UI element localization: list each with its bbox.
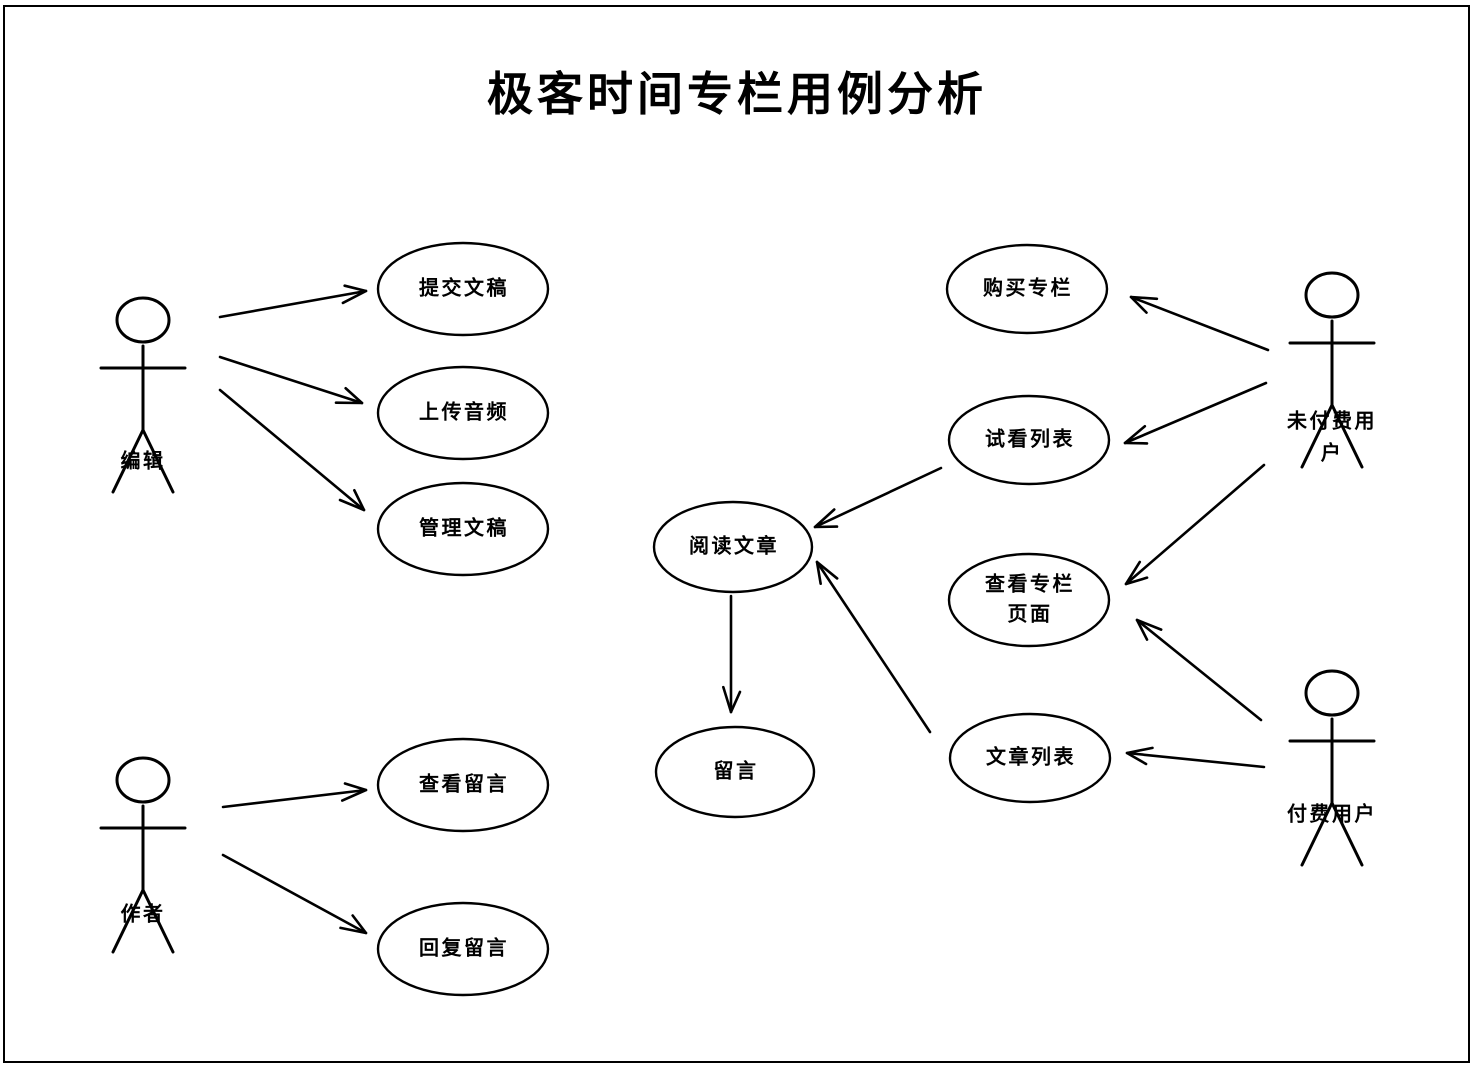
use-case-label: 页面: [1008, 602, 1053, 626]
actor-head: [115, 756, 171, 804]
use-case-manage-draft[interactable]: 管理文稿: [376, 481, 550, 577]
use-case-label: 留言: [714, 759, 759, 783]
actor-paid-user[interactable]: 付费用户: [1287, 669, 1377, 867]
use-case-label: 阅读文章: [689, 534, 779, 558]
diagram-title: 极客时间专栏用例分析: [487, 67, 987, 121]
actor-label: 户: [1321, 441, 1344, 465]
page-border: [3, 5, 1470, 1063]
use-case-ellipse[interactable]: [376, 481, 550, 577]
use-case-ellipse[interactable]: [376, 241, 550, 337]
actor-leg-left: [111, 428, 145, 494]
association-article-list-to-read-article: [815, 560, 932, 734]
association-editor-to-upload-audio: [218, 355, 364, 405]
use-case-reply-comments[interactable]: 回复留言: [376, 901, 550, 997]
arrowhead-icon: [1125, 746, 1154, 766]
association-unpaid-user-to-buy-column: [1129, 295, 1270, 352]
use-case-label: 试看列表: [985, 427, 1075, 451]
arrowhead-icon: [815, 560, 839, 585]
arrowhead-icon: [1129, 295, 1159, 314]
actor-leg-left: [1300, 403, 1334, 469]
actor-author[interactable]: 作者: [99, 756, 187, 954]
arrowhead-icon: [341, 284, 368, 305]
use-case-ellipse[interactable]: [376, 365, 550, 461]
use-case-trial-list[interactable]: 试看列表: [947, 394, 1111, 486]
use-case-label: 购买专栏: [983, 276, 1073, 300]
actor-leg-right: [1330, 801, 1364, 867]
arrowhead-icon: [338, 488, 366, 512]
use-case-label: 提交文稿: [419, 276, 509, 300]
arrowhead-icon: [813, 508, 839, 529]
use-case-upload-audio[interactable]: 上传音频: [376, 365, 550, 461]
use-case-read-article[interactable]: 阅读文章: [652, 500, 814, 594]
association-trial-list-to-read-article: [813, 466, 943, 529]
arrowhead-icon: [1135, 618, 1163, 641]
arrowhead-icon: [334, 386, 364, 405]
use-case-ellipse[interactable]: [945, 243, 1109, 335]
association-editor-to-submit-draft: [218, 284, 368, 319]
association-read-article-to-leave-message: [722, 594, 742, 714]
arrowhead-icon: [1123, 424, 1149, 445]
actor-label: 付费用户: [1287, 802, 1377, 826]
use-case-ellipse[interactable]: [376, 901, 550, 997]
use-case-submit-draft[interactable]: 提交文稿: [376, 241, 550, 337]
use-case-label: 上传音频: [419, 400, 509, 424]
association-unpaid-user-to-view-column-page: [1124, 463, 1266, 586]
association-author-to-reply-comments: [221, 853, 368, 935]
actor-label: 未付费用: [1287, 409, 1377, 433]
arrowhead-icon: [1124, 560, 1149, 586]
use-case-label: 查看留言: [419, 772, 509, 796]
actor-label: 作者: [121, 902, 166, 926]
use-case-ellipse[interactable]: [654, 725, 816, 819]
use-case-article-list[interactable]: 文章列表: [948, 712, 1112, 804]
use-case-ellipse[interactable]: [376, 737, 550, 833]
use-case-label: 文章列表: [986, 745, 1076, 769]
association-editor-to-manage-draft: [218, 388, 366, 512]
arrowhead-icon: [340, 782, 368, 802]
use-case-leave-message[interactable]: 留言: [654, 725, 816, 819]
use-case-ellipse[interactable]: [947, 552, 1111, 648]
association-unpaid-user-to-trial-list: [1123, 381, 1268, 445]
association-author-to-view-comments: [221, 782, 368, 809]
arrowhead-icon: [339, 914, 368, 935]
actor-leg-right: [1330, 403, 1364, 469]
actor-editor[interactable]: 编辑: [99, 296, 187, 494]
use-case-label: 回复留言: [419, 936, 509, 960]
actor-leg-left: [1300, 801, 1334, 867]
arrowhead-icon: [722, 685, 742, 714]
actor-leg-right: [141, 888, 175, 954]
use-case-ellipse[interactable]: [948, 712, 1112, 804]
use-case-view-comments[interactable]: 查看留言: [376, 737, 550, 833]
actor-head: [1304, 271, 1360, 319]
use-case-ellipse[interactable]: [947, 394, 1111, 486]
actor-head: [1304, 669, 1360, 717]
association-paid-user-to-view-column-page: [1135, 618, 1263, 722]
actor-leg-right: [141, 428, 175, 494]
use-case-label: 查看专栏: [985, 572, 1075, 596]
use-case-buy-column[interactable]: 购买专栏: [945, 243, 1109, 335]
use-case-label: 管理文稿: [419, 516, 509, 540]
actor-head: [115, 296, 171, 344]
actor-leg-left: [111, 888, 145, 954]
association-paid-user-to-article-list: [1125, 746, 1266, 769]
use-case-ellipse[interactable]: [652, 500, 814, 594]
actor-label: 编辑: [121, 449, 166, 473]
